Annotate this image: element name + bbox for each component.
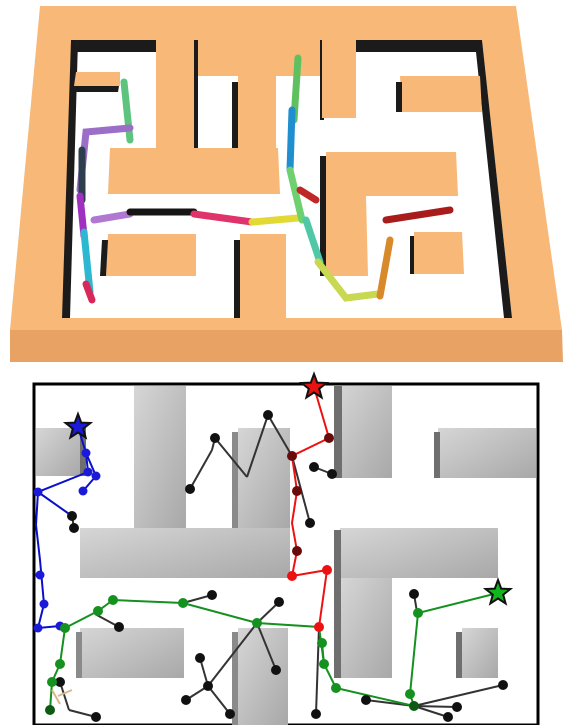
wall-shadow	[334, 386, 342, 478]
node	[40, 600, 49, 609]
node	[322, 565, 332, 575]
trail-yellow	[252, 218, 298, 222]
node	[82, 449, 91, 458]
node	[114, 622, 124, 632]
maze-2d-map	[0, 370, 563, 725]
node	[47, 677, 57, 687]
edge	[414, 706, 457, 707]
node	[311, 709, 321, 719]
node	[79, 487, 88, 496]
node	[319, 659, 329, 669]
wall-block	[198, 40, 322, 76]
wall-block	[238, 628, 288, 725]
wall-block	[336, 386, 392, 478]
wall-block	[156, 40, 194, 148]
maze-base-side	[10, 330, 563, 362]
node	[263, 410, 273, 420]
wall-shadow	[334, 530, 341, 678]
node	[452, 702, 462, 712]
node	[210, 433, 220, 443]
wall-block	[326, 196, 368, 276]
node	[91, 712, 101, 722]
node	[84, 468, 93, 477]
wall-shadow	[194, 52, 198, 148]
wall-block	[80, 528, 290, 578]
node	[185, 484, 195, 494]
trail-blue	[290, 110, 292, 170]
node	[92, 472, 101, 481]
wall-block	[340, 528, 498, 578]
node	[203, 681, 213, 691]
node	[331, 683, 341, 693]
node	[287, 571, 297, 581]
node	[34, 624, 43, 633]
wall-shadow	[396, 82, 402, 112]
wall-block	[106, 234, 196, 276]
wall-block	[80, 628, 184, 678]
node	[225, 709, 235, 719]
wall-block	[108, 148, 280, 194]
wall-block	[326, 152, 458, 196]
wall-block	[240, 234, 286, 318]
wall-block	[134, 386, 186, 528]
maze-3d-render	[0, 0, 563, 370]
node	[108, 595, 118, 605]
node	[292, 546, 302, 556]
wall-block	[238, 76, 276, 148]
node	[409, 701, 419, 711]
wall-block	[462, 628, 498, 678]
node	[34, 488, 43, 497]
node	[443, 712, 453, 722]
wall-shadow	[76, 632, 82, 678]
wall-shadow	[434, 432, 440, 478]
wall-block	[414, 232, 464, 274]
node	[292, 486, 302, 496]
node	[287, 451, 297, 461]
node	[309, 462, 319, 472]
node	[498, 680, 508, 690]
wall-block	[438, 428, 536, 478]
node	[195, 653, 205, 663]
node	[305, 518, 315, 528]
node	[361, 695, 371, 705]
node	[327, 469, 337, 479]
wall-shadow	[456, 632, 462, 678]
node	[67, 511, 77, 521]
node	[207, 590, 217, 600]
node	[405, 689, 415, 699]
wall-shadow	[234, 240, 240, 318]
maze-2d-svg	[0, 370, 563, 725]
wall-block	[340, 578, 392, 678]
node	[413, 608, 423, 618]
wall-shadow	[232, 432, 238, 528]
node	[55, 659, 65, 669]
node	[93, 606, 103, 616]
wall-block	[322, 40, 356, 118]
wall-shadow	[232, 82, 238, 148]
node	[314, 622, 324, 632]
wall-shadow	[410, 236, 414, 274]
node	[409, 589, 419, 599]
node	[317, 638, 327, 648]
node	[60, 623, 70, 633]
wall-block	[238, 428, 290, 528]
node	[45, 705, 55, 715]
node	[274, 597, 284, 607]
node	[252, 618, 262, 628]
node	[69, 523, 79, 533]
wall-block	[74, 72, 120, 86]
wall-block	[400, 76, 482, 112]
node	[324, 433, 334, 443]
node	[271, 665, 281, 675]
maze-3d-svg	[0, 0, 563, 370]
node	[178, 598, 188, 608]
node	[181, 695, 191, 705]
node	[36, 571, 45, 580]
